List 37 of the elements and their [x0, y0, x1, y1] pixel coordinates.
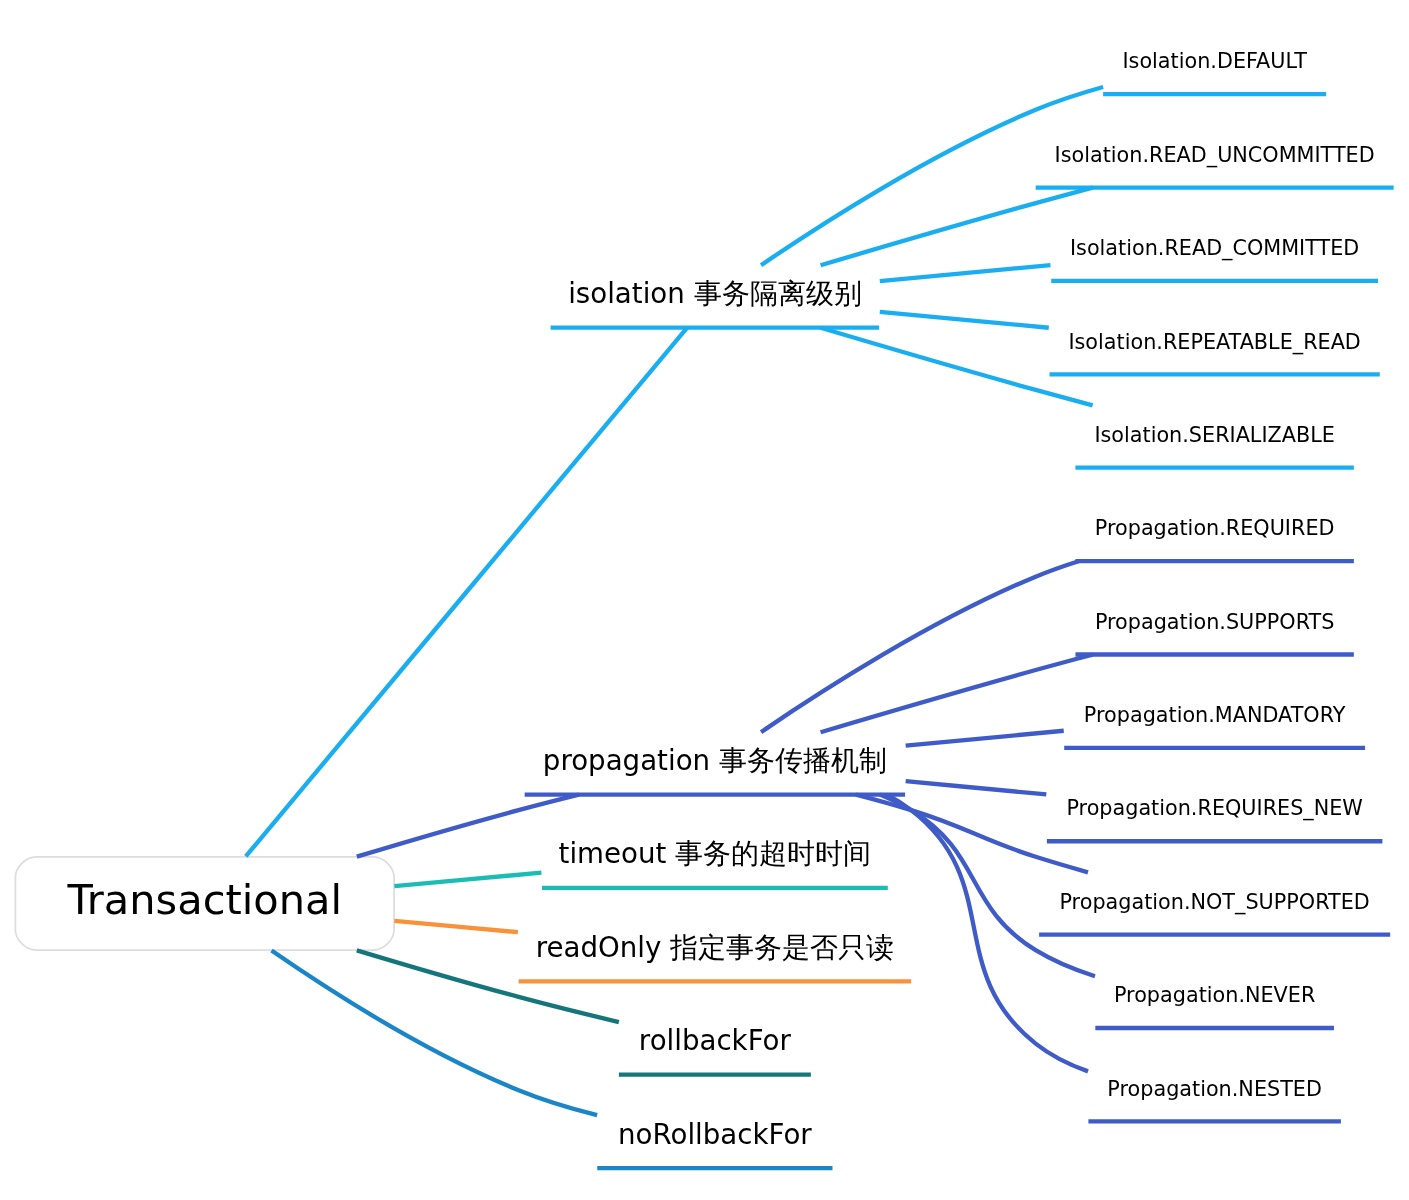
node-text: isolation 事务隔离级别	[568, 277, 862, 311]
connector	[879, 792, 1096, 979]
node-text: noRollbackFor	[618, 1117, 812, 1151]
connector	[819, 185, 1094, 268]
node-box: Transactional	[14, 855, 395, 952]
connector	[885, 792, 1089, 1074]
node-text: rollbackFor	[638, 1024, 791, 1058]
node-text: Propagation.SUPPORTS	[1094, 609, 1335, 634]
node-text: propagation 事务传播机制	[542, 743, 887, 777]
connector	[394, 918, 519, 935]
node-text: Isolation.DEFAULT	[1122, 49, 1307, 74]
node-text: Isolation.READ_COMMITTED	[1069, 236, 1360, 261]
node-text: Propagation.NESTED	[1107, 1076, 1322, 1101]
node-text: Isolation.READ_UNCOMMITTED	[1054, 142, 1375, 167]
node-text: Isolation.SERIALIZABLE	[1094, 422, 1335, 447]
connector	[759, 559, 1080, 734]
connector	[356, 948, 620, 1025]
connector	[819, 652, 1094, 735]
connector	[879, 262, 1051, 284]
connector	[855, 792, 1089, 875]
connector	[905, 728, 1064, 748]
connector	[356, 792, 580, 859]
connector	[759, 84, 1104, 267]
node-text: Propagation.REQUIRES_NEW	[1066, 796, 1363, 821]
connector	[394, 870, 542, 889]
node-text: Isolation.REPEATABLE_READ	[1068, 329, 1361, 354]
node-text: Propagation.NOT_SUPPORTED	[1059, 889, 1370, 914]
node-text: readOnly 指定事务是否只读	[535, 930, 895, 964]
connector	[270, 948, 598, 1118]
connector	[244, 326, 689, 858]
node-text: Propagation.NEVER	[1113, 983, 1316, 1008]
node-text: Propagation.MANDATORY	[1083, 703, 1346, 728]
connector	[879, 309, 1049, 330]
connector	[820, 325, 1094, 408]
connector	[905, 779, 1047, 797]
node-text: timeout 事务的超时时间	[558, 837, 872, 871]
node-text: Propagation.REQUIRED	[1094, 516, 1335, 541]
